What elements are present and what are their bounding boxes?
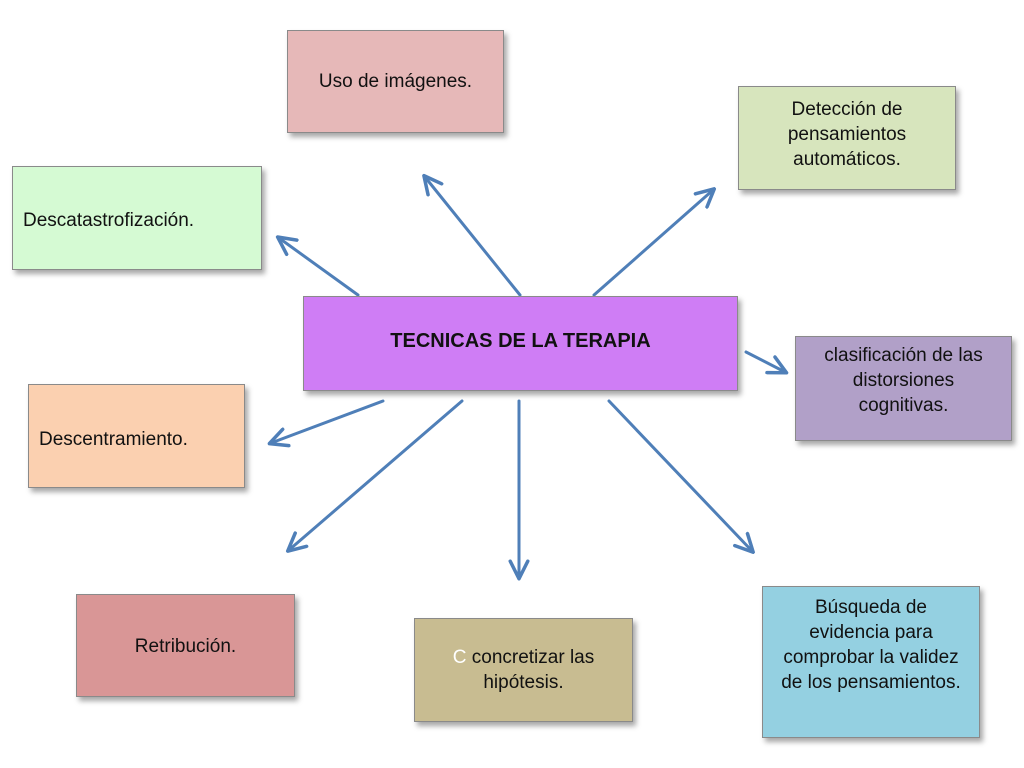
arrow-to-retribucion	[285, 399, 464, 553]
node-retribucion-label: Retribución.	[134, 636, 237, 657]
node-concretizar-text: concretizar las hipótesis.	[471, 647, 595, 693]
node-retribucion: Retribución.	[76, 594, 295, 697]
node-clasificacion-distorsiones-label: clasificación de las distorsiones cognit…	[824, 345, 983, 416]
node-clasificacion-distorsiones: clasificación de las distorsiones cognit…	[795, 336, 1012, 441]
central-node-title: TECNICAS DE LA TERAPIA	[390, 330, 651, 352]
arrow-to-deteccion	[592, 187, 717, 297]
arrow-to-imagenes	[422, 173, 522, 297]
arrow-to-busqueda	[607, 399, 755, 555]
node-busqueda-evidencia: Búsqueda de evidencia para comprobar la …	[762, 586, 980, 738]
node-uso-de-imagenes: Uso de imágenes.	[287, 30, 504, 133]
node-deteccion-pensamientos: Detección de pensamientos automáticos.	[738, 86, 956, 190]
node-descatastrofizacion-label: Descatastrofización.	[23, 210, 195, 231]
arrow-to-descentramiento	[267, 399, 385, 448]
node-concretizar-hipotesis: C concretizar las hipótesis.	[414, 618, 633, 722]
node-uso-de-imagenes-label: Uso de imágenes.	[318, 71, 473, 92]
central-node-tecnicas: TECNICAS DE LA TERAPIA	[303, 296, 738, 391]
node-descatastrofizacion: Descatastrofización.	[12, 166, 262, 270]
node-descentramiento-label: Descentramiento.	[39, 429, 188, 450]
arrow-to-descatastrofizacion	[275, 235, 360, 297]
node-busqueda-evidencia-label: Búsqueda de evidencia para comprobar la …	[781, 597, 961, 693]
node-concretizar-hipotesis-label: C concretizar las hipótesis.	[425, 625, 622, 695]
arrow-to-clasificacion	[744, 350, 789, 375]
node-descentramiento: Descentramiento.	[28, 384, 245, 488]
node-deteccion-pensamientos-label: Detección de pensamientos automáticos.	[787, 99, 907, 170]
node-concretizar-prefix: C	[452, 647, 467, 668]
